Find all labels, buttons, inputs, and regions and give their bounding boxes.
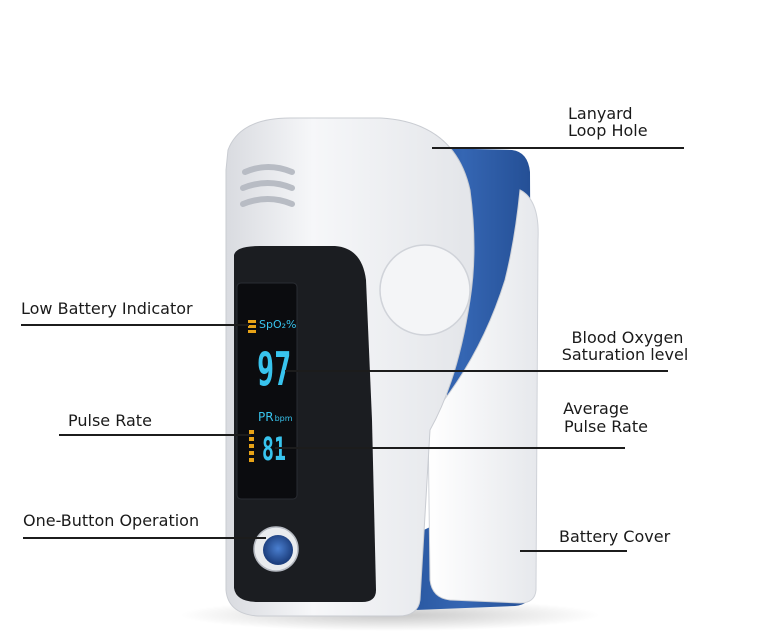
grip-ridge [242, 164, 295, 175]
pulse-bar-segment [249, 451, 254, 455]
one-button-leader-line [23, 537, 266, 539]
low-battery-leader-line [21, 324, 249, 326]
average-pulse-rate-leader-line [275, 447, 625, 449]
blood-oxygen-line2: Saturation level [561, 345, 689, 364]
grip-ridge [240, 180, 295, 191]
pulse-rate-label: Pulse Rate [68, 411, 152, 430]
spo2-label: SpO₂% [259, 318, 297, 331]
side-knob [379, 244, 471, 336]
pr-unit: bpm [274, 414, 293, 423]
pulse-bar-segment [249, 430, 254, 434]
spo2-value: 97 [257, 342, 292, 396]
lanyard-leader-line [432, 147, 684, 149]
blood-oxygen-leader-line [285, 370, 668, 372]
pulse-rate-leader-line [59, 434, 251, 436]
battery-cover-label: Battery Cover [559, 527, 671, 546]
pulse-bar-segment [249, 437, 254, 441]
lanyard-loop-hole-line1: Lanyard [568, 104, 633, 123]
blood-oxygen-line1: Blood Oxygen [571, 328, 684, 347]
low-battery-bar [248, 325, 256, 328]
pulse-bar-segment [249, 444, 254, 448]
pulse-bar-segment [249, 458, 254, 462]
pr-label: PRbpm [258, 410, 293, 426]
low-battery-bar [248, 330, 256, 333]
low-battery-indicator-label: Low Battery Indicator [21, 299, 193, 318]
one-button-operation-label: One-Button Operation [23, 511, 200, 530]
battery-cover [427, 189, 539, 604]
battery-cover-leader-line [520, 550, 627, 552]
low-battery-bar [248, 320, 256, 323]
average-pulse-rate-line2: Pulse Rate [564, 417, 648, 436]
lanyard-loop-hole-line2: Loop Hole [568, 121, 648, 140]
grip-ridge [240, 196, 295, 207]
pr-label-text: PR [258, 410, 274, 424]
pr-value: 81 [262, 430, 286, 468]
power-button [263, 535, 293, 565]
average-pulse-rate-line1: Average [563, 399, 629, 418]
